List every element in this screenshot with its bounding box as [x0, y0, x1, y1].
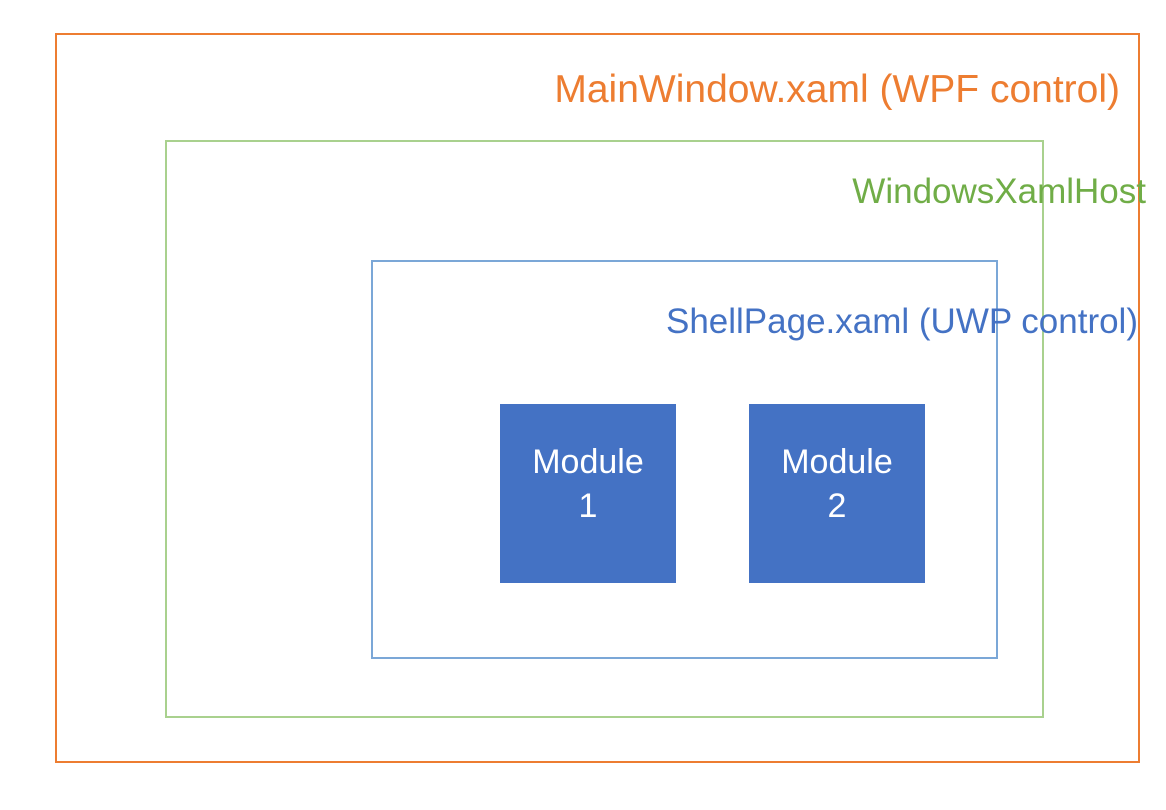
layer-label-shellpage: ShellPage.xaml (UWP control)	[665, 302, 1138, 341]
module-2-title: Module	[781, 443, 893, 481]
module-block-2: Module 2	[749, 404, 925, 583]
layer-mainwindow-wpf	[55, 33, 1140, 763]
module-2-number: 2	[827, 487, 847, 526]
layer-shellpage-uwp	[371, 260, 998, 659]
module-block-1: Module 1	[500, 404, 676, 583]
layer-label-mainwindow: MainWindow.xaml (WPF control)	[554, 68, 1120, 111]
layer-label-windowsxamlhost: WindowsXamlHost	[852, 172, 1146, 211]
layer-windowsxamlhost	[165, 140, 1044, 718]
module-1-number: 1	[578, 487, 598, 526]
module-1-title: Module	[532, 443, 644, 481]
